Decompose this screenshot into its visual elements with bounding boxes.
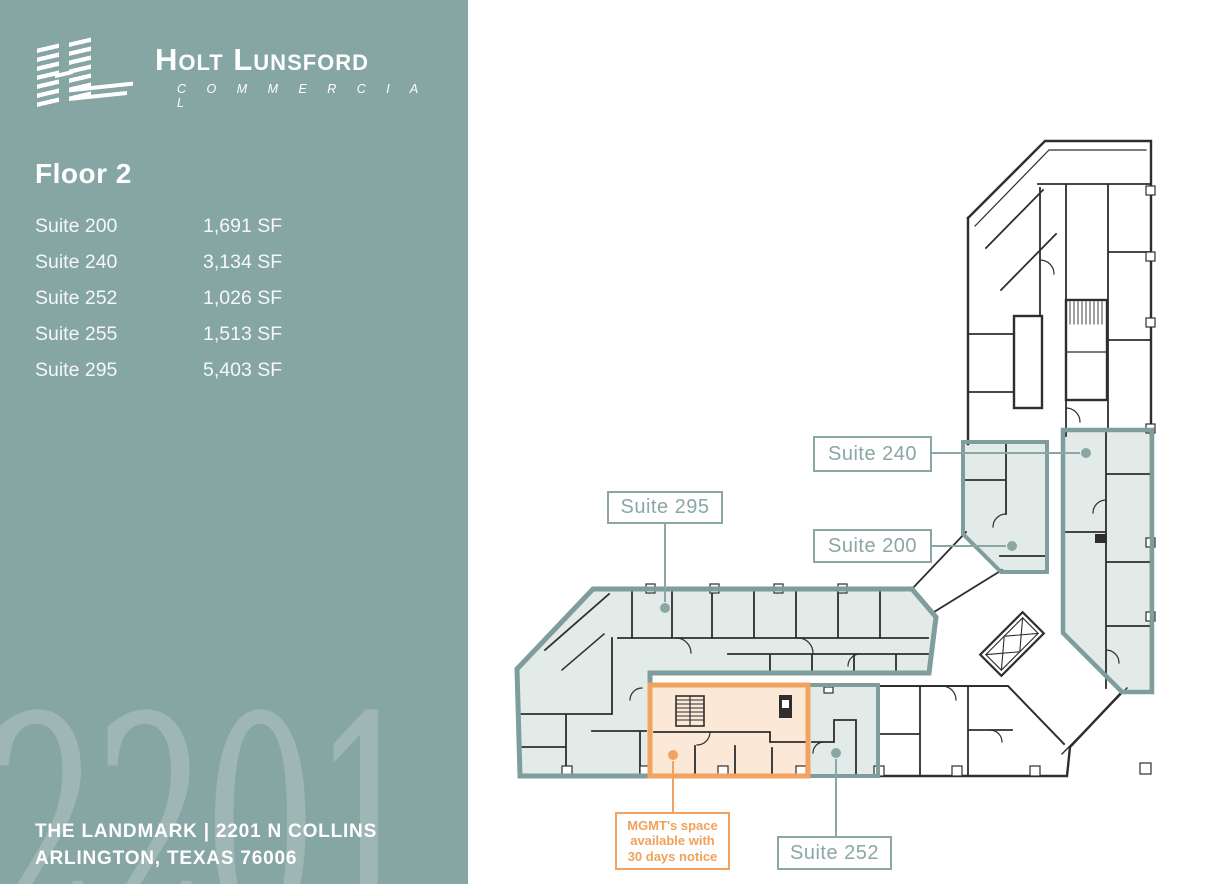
suite-name: Suite 200 (35, 215, 118, 237)
brand-division: C O M M E R C I A L (177, 82, 427, 110)
mgmt-note-label: MGMT's space available with 30 days noti… (615, 812, 730, 870)
suite-name: Suite 252 (35, 287, 118, 309)
suite-200-region (963, 442, 1047, 572)
plan-highlight-fills (517, 430, 1152, 776)
suite-252-region (808, 685, 878, 776)
suite-list-row: Suite 295 5,403 SF (35, 359, 335, 382)
mgmt-dot (668, 750, 678, 760)
plan-highlight-borders (514, 427, 1155, 779)
suite-name: Suite 255 (35, 323, 118, 345)
address-line-2: ARLINGTON, TEXAS 76006 (35, 848, 298, 869)
suite-list-row: Suite 252 1,026 SF (35, 287, 335, 310)
address-line-1: THE LANDMARK | 2201 N COLLINS (35, 821, 378, 842)
suite-240-border (1060, 427, 1155, 695)
suite-list-row: Suite 200 1,691 SF (35, 215, 335, 238)
suite-295-region (517, 589, 936, 776)
watermark-2201: 2201 (0, 654, 426, 884)
floor-title: Floor 2 (35, 158, 132, 189)
suite-252-label: Suite 252 (777, 836, 892, 870)
mgmt-note-line-3: 30 days notice (627, 848, 718, 864)
sidebar: 2201 Holt Lunsford C O M M E R C I A L F… (0, 0, 468, 884)
suite-area: 1,513 SF (203, 323, 283, 345)
suite-240-label: Suite 240 (813, 436, 932, 472)
holt-lunsford-h-icon (33, 37, 143, 109)
suite-list-row: Suite 240 3,134 SF (35, 251, 335, 274)
suite-240-dot (1081, 448, 1091, 458)
suite-area: 5,403 SF (203, 359, 283, 381)
property-address: THE LANDMARK | 2201 N COLLINS ARLINGTON,… (35, 818, 377, 872)
suite-295-border (514, 586, 939, 779)
suite-name: Suite 295 (35, 359, 118, 381)
suite-area: 3,134 SF (203, 251, 283, 273)
suite-200-dot (1007, 541, 1017, 551)
leader-lines (660, 448, 1091, 836)
brand-name: Holt Lunsford (155, 42, 370, 77)
suite-list-row: Suite 255 1,513 SF (35, 323, 335, 346)
suite-252-dot (831, 748, 841, 758)
suite-list: Suite 200 1,691 SF Suite 240 3,134 SF Su… (35, 215, 335, 395)
suite-240-region (1063, 430, 1152, 692)
suite-area: 1,691 SF (203, 215, 283, 237)
brand-text: Holt Lunsford C O M M E R C I A L (155, 42, 433, 110)
company-logo: Holt Lunsford C O M M E R C I A L (33, 36, 433, 114)
suite-295-dot (660, 603, 670, 613)
mgmt-note-line-1: MGMT's space (627, 817, 718, 833)
elevator-core (978, 610, 1046, 678)
suite-295-label: Suite 295 (607, 491, 723, 524)
mgmt-border (647, 682, 811, 779)
suite-name: Suite 240 (35, 251, 118, 273)
suite-200-border (961, 440, 1049, 574)
suite-area: 1,026 SF (203, 287, 283, 309)
suite-200-label: Suite 200 (813, 529, 932, 563)
mgmt-note-line-2: available with (630, 833, 715, 849)
